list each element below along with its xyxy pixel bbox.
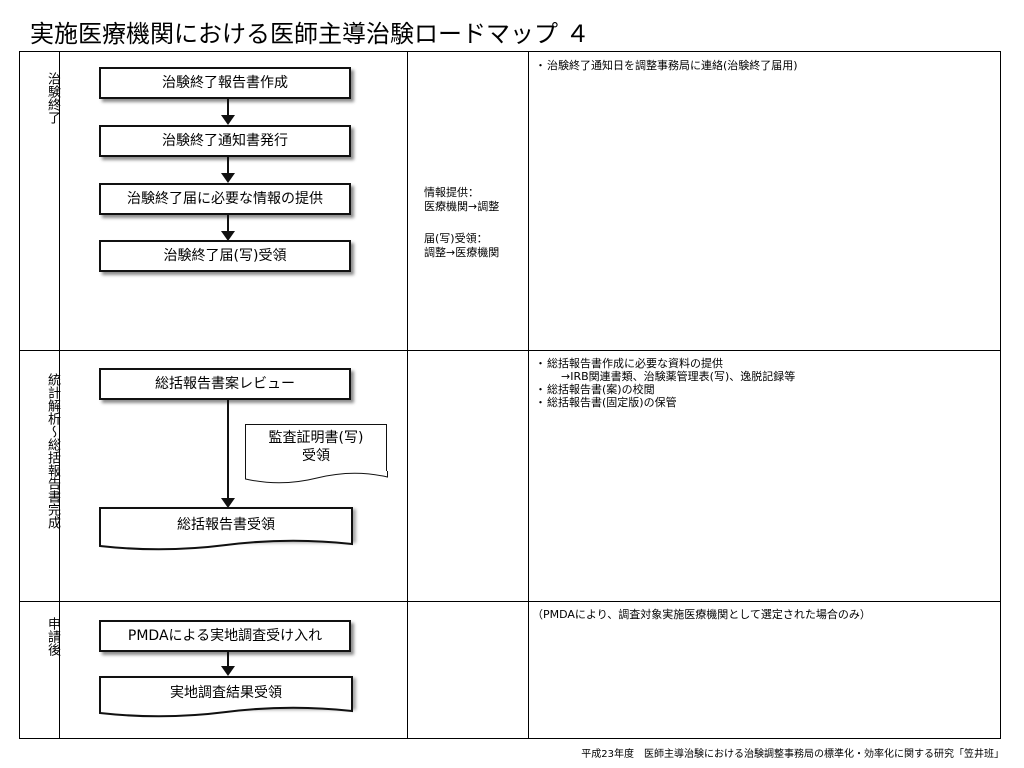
step-trial-end-report: 治験終了報告書作成	[99, 67, 351, 99]
document-line: 受領	[302, 448, 330, 464]
document-line: 監査証明書(写)	[268, 430, 364, 446]
bullet-subtext: →IRB関連書類、治験薬管理表(写)、逸脱記録等	[561, 370, 796, 383]
bullets-statistics: 総括報告書作成に必要な資料の提供 →IRB関連書類、治験薬管理表(写)、逸脱記録…	[535, 357, 796, 409]
note-info-provision-flow: 医療機関→調整	[424, 200, 500, 213]
grid-border-left	[19, 51, 20, 739]
step-pmda-inspection: PMDAによる実地調査受け入れ	[99, 620, 351, 652]
grid-border-top	[19, 51, 1000, 52]
note-info-provision-label: 情報提供：	[424, 186, 479, 199]
step-info-provision: 治験終了届に必要な情報の提供	[99, 183, 351, 215]
flow-arrow	[221, 652, 235, 676]
footer-credit: 平成23年度 医師主導治験における治験調整事務局の標準化・効率化に関する研究「笠…	[581, 749, 1004, 760]
arrow-head-icon	[221, 115, 235, 125]
arrow-head-icon	[221, 498, 235, 508]
flow-arrow	[221, 157, 235, 183]
arrow-head-icon	[221, 173, 235, 183]
bullets-trial-end: 治験終了通知日を調整事務局に連絡(治験終了届用)	[535, 59, 798, 72]
arrow-head-icon	[221, 231, 235, 241]
step-final-report-receipt: 総括報告書受領	[177, 517, 275, 533]
step-final-report-receipt-doc: 総括報告書受領	[99, 507, 353, 551]
document-wave-edge	[99, 705, 353, 718]
phase-label-trial-end: 治験終了	[45, 72, 60, 124]
note-receipt-flow: 調整→医療機関	[424, 246, 500, 259]
flow-arrow	[221, 400, 235, 508]
bullet-item: 総括報告書(案)の校閲	[535, 383, 795, 396]
grid-col-divider-1	[59, 51, 60, 739]
flow-arrow	[221, 99, 235, 125]
grid-border-bottom	[19, 738, 1000, 739]
document-wave-edge	[245, 471, 388, 484]
grid-border-right	[1000, 51, 1001, 739]
note-receipt-label: 届(写)受領：	[424, 232, 488, 245]
document-wave-edge	[99, 538, 353, 551]
grid-col-divider-2	[407, 51, 408, 739]
bullet-item: 総括報告書(固定版)の保管	[535, 396, 795, 409]
grid-row-divider-2	[19, 601, 1000, 602]
step-trial-end-receipt: 治験終了届(写)受領	[99, 240, 351, 272]
step-inspection-result: 実地調査結果受領	[170, 685, 282, 701]
step-report-review: 総括報告書案レビュー	[99, 368, 351, 400]
document-audit-certificate: 監査証明書(写) 受領	[245, 424, 388, 484]
step-inspection-result-doc: 実地調査結果受領	[99, 676, 353, 718]
arrow-head-icon	[221, 666, 235, 676]
flow-arrow	[221, 215, 235, 241]
bullet-item: 治験終了通知日を調整事務局に連絡(治験終了届用)	[535, 59, 798, 72]
phase-label-statistics: 統計解析〜総括報告書完成	[45, 373, 60, 529]
page-title: 実施医療機関における医師主導治験ロードマップ ４	[30, 20, 590, 48]
grid-row-divider-1	[19, 350, 1000, 351]
bullet-text: 総括報告書作成に必要な資料の提供	[547, 357, 723, 370]
note-pmda-selection: （PMDAにより、調査対象実施医療機関として選定された場合のみ）	[532, 608, 871, 621]
phase-label-after-application: 申請後	[45, 616, 60, 656]
grid-col-divider-3	[528, 51, 529, 739]
bullet-item: 総括報告書作成に必要な資料の提供 →IRB関連書類、治験薬管理表(写)、逸脱記録…	[535, 357, 796, 383]
document-audit-certificate-text: 監査証明書(写) 受領	[269, 429, 364, 465]
step-trial-end-notice: 治験終了通知書発行	[99, 125, 351, 157]
